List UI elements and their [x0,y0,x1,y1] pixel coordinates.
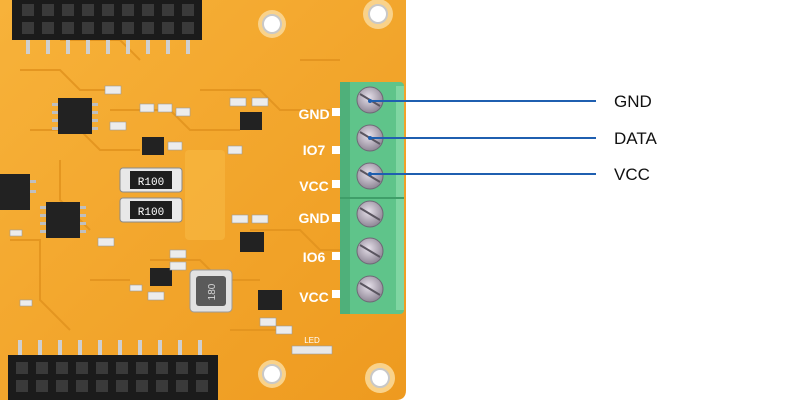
silk-vcc-1: VCC [299,178,329,194]
terminal-screws [356,86,384,303]
screw-terminal [340,82,404,314]
silk-vcc-2: VCC [299,289,329,305]
resistor-2-label: R100 [138,207,164,219]
callout-lines [370,100,596,175]
callout-vcc: VCC [614,165,650,184]
resistor-1-label: R100 [138,177,164,189]
svg-text:180: 180 [207,283,218,300]
silk-gnd-2: GND [298,210,329,226]
transistor-3 [240,232,264,252]
copper-pour [185,150,225,240]
silkscreen-labels: GND IO7 VCC GND IO6 VCC [298,106,329,305]
svg-text:LED: LED [304,336,320,345]
smd-components [9,85,293,335]
silk-io7: IO7 [303,142,326,158]
led-area: LED [291,336,333,355]
ic-soic-1 [52,98,98,134]
transistor-4 [150,268,172,286]
callout-data: DATA [614,129,657,148]
ic-soic-2 [40,202,86,238]
ic-chips [0,98,282,310]
bottom-pin-header [8,340,218,400]
transistor-2 [240,112,262,130]
transistor-1 [142,137,164,155]
ic-soic-3 [0,174,36,210]
silk-io6: IO6 [303,249,326,265]
top-pin-header [12,0,202,54]
transistor-5 [258,290,282,310]
mounting-holes [258,0,395,393]
silk-gnd-1: GND [298,106,329,122]
resistors: R100 R100 [119,167,183,223]
inductor: 180 [189,269,233,313]
callout-gnd: GND [614,92,652,111]
